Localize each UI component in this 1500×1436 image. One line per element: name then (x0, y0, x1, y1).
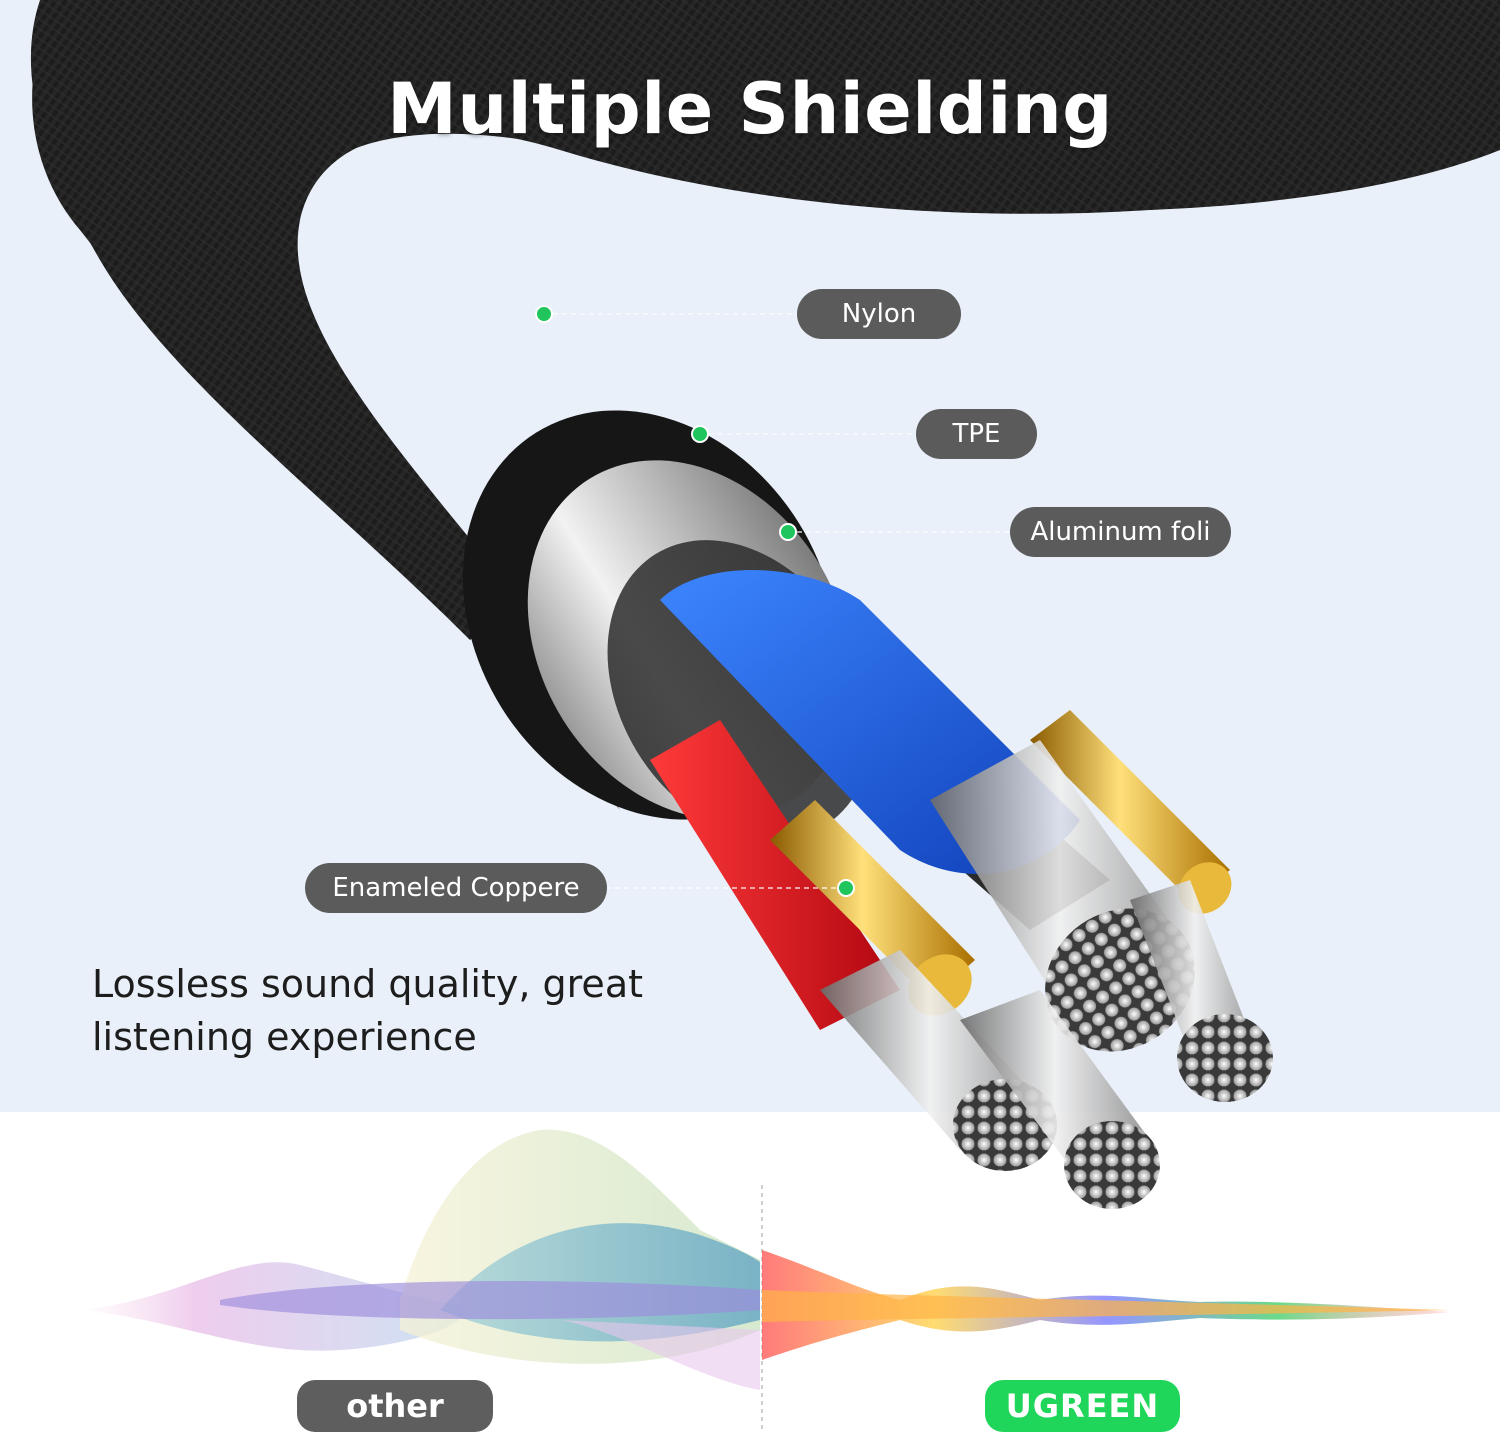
label-nylon: Nylon (797, 289, 961, 339)
ugreen-badge: UGREEN (985, 1380, 1180, 1432)
braided-cable (30, 0, 1500, 840)
waveform-ugreen (762, 1250, 1450, 1360)
callout-markers (535, 305, 855, 897)
marker-aluminum (779, 523, 797, 541)
tagline-line-1: Lossless sound quality, great (92, 962, 643, 1006)
label-enameled-copper: Enameled Coppere (305, 863, 607, 913)
label-aluminum-foil: Aluminum foli (1010, 507, 1231, 557)
other-badge: other (297, 1380, 493, 1432)
tagline-line-2: listening experience (92, 1015, 477, 1059)
tagline: Lossless sound quality, great listening … (92, 958, 712, 1064)
label-tpe: TPE (916, 409, 1037, 459)
marker-nylon (535, 305, 553, 323)
waveform-other (80, 1129, 760, 1390)
inner-wires (650, 570, 1273, 1209)
marker-tpe (691, 425, 709, 443)
callout-leaders (544, 313, 1012, 889)
page-title: Multiple Shielding (387, 68, 1113, 150)
marker-copper (837, 879, 855, 897)
